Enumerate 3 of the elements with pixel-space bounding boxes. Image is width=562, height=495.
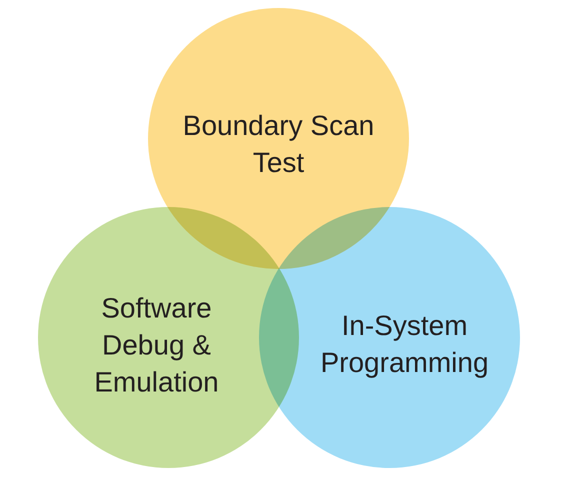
- circle-label: In-System Programming: [319, 308, 490, 380]
- circle-label: Boundary Scan Test: [182, 108, 376, 180]
- circle-label: Software Debug & Emulation: [93, 291, 220, 399]
